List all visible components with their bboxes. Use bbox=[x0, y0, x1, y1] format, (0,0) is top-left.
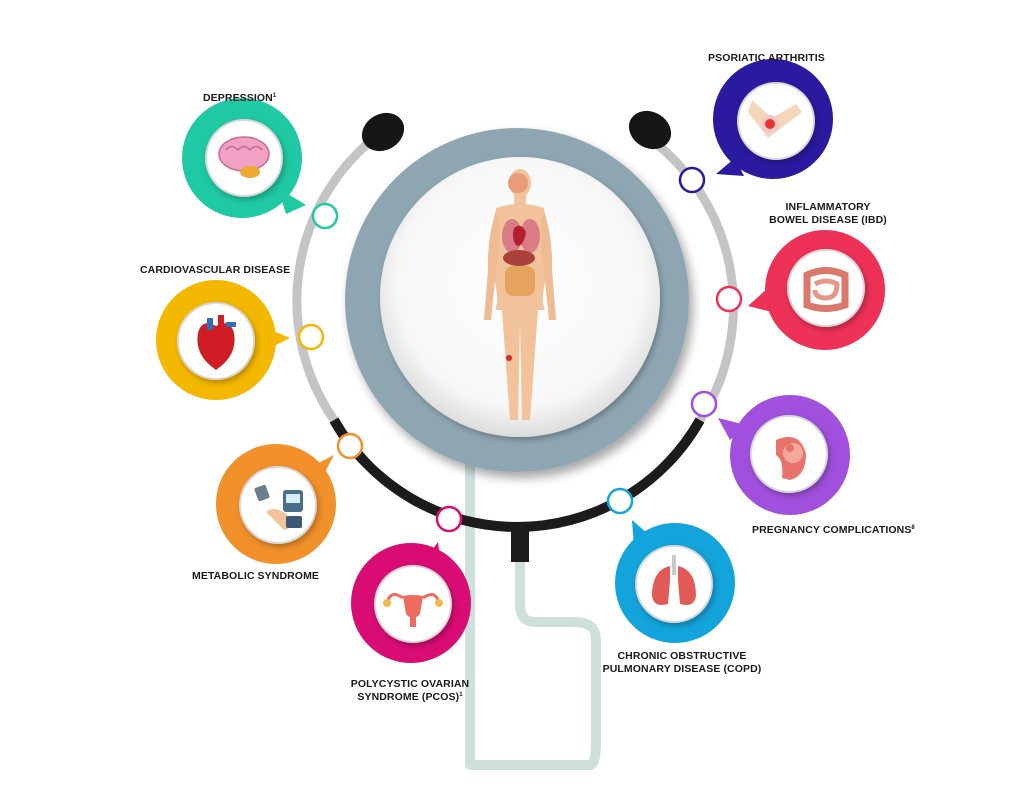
left-ear-tip bbox=[361, 112, 405, 152]
fetus-icon bbox=[776, 437, 806, 480]
stethoscope-stem bbox=[511, 530, 529, 562]
pregnancy-label: PREGNANCY COMPLICATIONS8 bbox=[752, 524, 915, 536]
ibd-connector bbox=[715, 285, 743, 313]
cardiovascular-connector bbox=[297, 323, 325, 351]
uterus-icon bbox=[383, 593, 443, 627]
psoriatic-connector bbox=[678, 166, 706, 194]
ibd-label: INFLAMMATORY BOWEL DISEASE (IBD) bbox=[769, 201, 887, 226]
lungs-icon bbox=[652, 555, 696, 605]
stethoscope-tube bbox=[465, 450, 601, 770]
pcos-label: POLYCYSTIC OVARIAN SYNDROME (PCOS)1 bbox=[350, 678, 470, 703]
right-ear-tip bbox=[628, 110, 672, 150]
knee-joint-icon bbox=[748, 100, 802, 138]
copd-icon-disc bbox=[635, 545, 713, 623]
stethoscope-gray-arc-right bbox=[642, 131, 738, 423]
stethoscope-black-arc bbox=[329, 417, 705, 532]
stethoscope-gray-arc bbox=[292, 131, 381, 423]
heart-icon bbox=[197, 315, 236, 370]
cardiovascular-label: CARDIOVASCULAR DISEASE bbox=[140, 264, 291, 276]
psoriatic-label: PSORIATIC ARTHRITIS bbox=[708, 52, 825, 64]
blood-pressure-monitor-icon bbox=[254, 484, 303, 530]
depression-connector bbox=[311, 202, 339, 230]
copd-connector bbox=[606, 487, 634, 515]
depression-label: DEPRESSION1 bbox=[203, 92, 277, 104]
metabolic-label: METABOLIC SYNDROME bbox=[192, 570, 320, 582]
pcos-connector bbox=[435, 505, 463, 533]
human-body-icon bbox=[484, 169, 556, 420]
metabolic-connector bbox=[336, 432, 364, 460]
copd-label: CHRONIC OBSTRUCTIVE PULMONARY DISEASE (C… bbox=[602, 650, 762, 675]
metabolic-icon-disc bbox=[239, 466, 317, 544]
ibd-icon-disc bbox=[787, 249, 865, 327]
brain-icon bbox=[218, 136, 270, 178]
pregnancy-connector bbox=[690, 390, 718, 418]
intestine-icon bbox=[803, 267, 849, 312]
